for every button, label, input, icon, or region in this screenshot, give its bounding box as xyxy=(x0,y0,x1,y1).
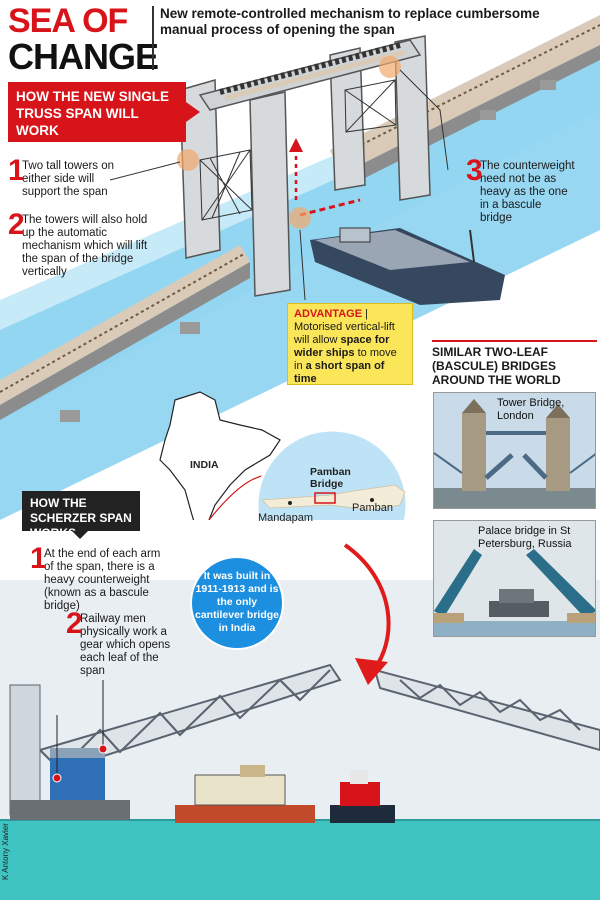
pamban-inset-map xyxy=(255,428,409,520)
tower-bridge-image xyxy=(434,393,595,508)
advantage-separator: | xyxy=(362,308,368,320)
advantage-heading: ADVANTAGE xyxy=(294,308,363,320)
india-label: INDIA xyxy=(190,459,219,471)
similar-bridges-heading: SIMILAR TWO-LEAF (BASCULE) BRIDGES AROUN… xyxy=(432,345,561,387)
point-number: 1 xyxy=(30,542,47,575)
point-text: At the end of each arm of the span, ther… xyxy=(44,548,161,612)
new-span-point-2: 2 The towers will also hold up the autom… xyxy=(8,210,163,279)
photo-credit: K Antony Xavier xyxy=(1,823,10,880)
palace-bridge-image xyxy=(434,521,595,636)
palace-bridge-caption: Palace bridge in St Petersburg, Russia xyxy=(478,525,572,550)
similar-divider xyxy=(432,340,597,342)
advantage-box: ADVANTAGE | Motorised vertical-lift will… xyxy=(287,303,413,385)
scherzer-point-2: 2 Railway men physically work a gear whi… xyxy=(66,609,176,678)
point-number: 2 xyxy=(66,607,83,640)
point-number: 1 xyxy=(8,154,25,187)
title-line1: SEA OF xyxy=(8,2,128,40)
tower-bridge-photo xyxy=(433,392,596,509)
mandapam-label: Mandapam xyxy=(258,512,314,524)
page-subtitle: New remote-controlled mechanism to repla… xyxy=(160,6,540,37)
point-number: 2 xyxy=(8,208,25,241)
page-title: SEA OF CHANGE xyxy=(8,2,159,77)
point-text: Railway men physically work a gear which… xyxy=(80,613,171,677)
point-number: 3 xyxy=(466,154,483,187)
palace-bridge-photo xyxy=(433,520,596,637)
pamban-label: Pamban xyxy=(352,502,393,514)
advantage-text-c: to move in xyxy=(294,347,397,372)
point-text: The counterweight need not be as heavy a… xyxy=(480,160,575,224)
new-span-point-3: 3 The counterweight need not be as heavy… xyxy=(466,156,576,225)
new-span-point-1: 1 Two tall towers on either side will su… xyxy=(8,156,118,199)
new-span-illustration xyxy=(0,15,600,520)
fact-circle: It was built in 1911-1913 and is the onl… xyxy=(190,556,284,650)
point-text: Two tall towers on either side will supp… xyxy=(22,160,115,198)
advantage-text-a: Motorised vertical-lift will allow xyxy=(294,321,395,346)
scherzer-point-1: 1 At the end of each arm of the span, th… xyxy=(30,544,170,613)
pamban-bridge-label: Pamban Bridge xyxy=(310,466,351,490)
new-span-banner: HOW THE NEW SINGLE TRUSS SPAN WILL WORK xyxy=(8,82,200,142)
advantage-text-d: a short span of time xyxy=(294,360,385,385)
title-line2: CHANGE xyxy=(8,36,159,77)
advantage-text-b: space for wider ships xyxy=(294,334,390,359)
point-text: The towers will also hold up the automat… xyxy=(22,214,148,278)
tower-bridge-caption: Tower Bridge, London xyxy=(497,397,565,422)
title-divider xyxy=(152,6,154,70)
scherzer-banner: HOW THE SCHERZER SPAN WORKS xyxy=(22,491,140,540)
